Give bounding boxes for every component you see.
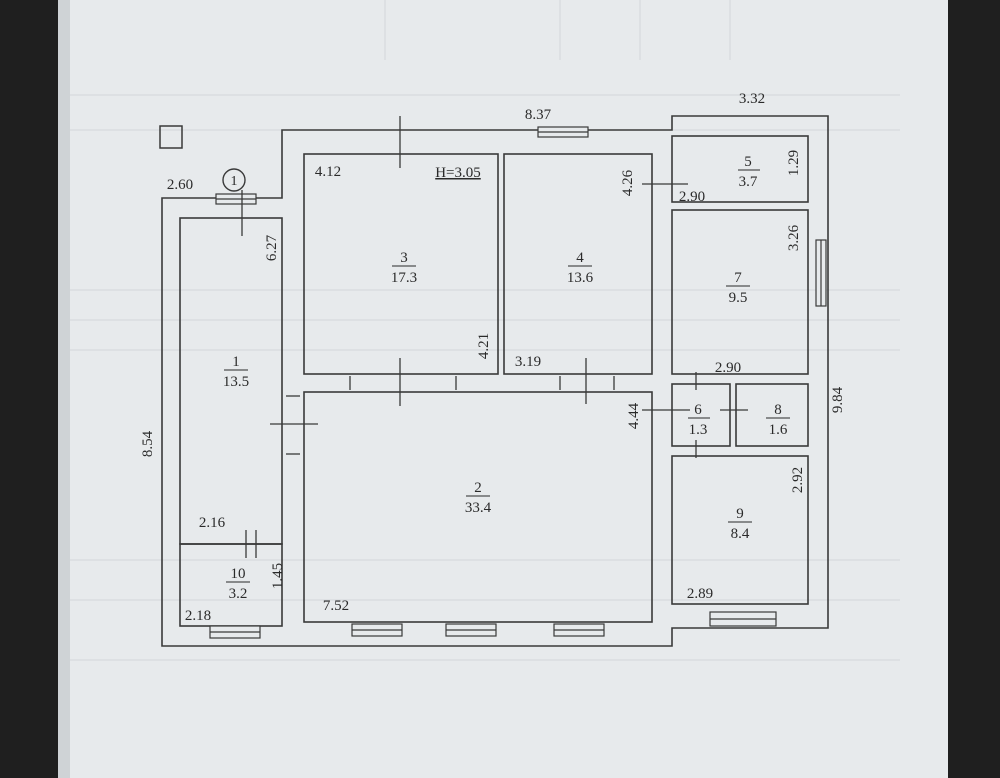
room-area: 13.6 — [567, 270, 594, 286]
room-number: 7 — [734, 270, 742, 286]
room-number: 9 — [736, 506, 744, 522]
dim-label: 4.26 — [620, 169, 636, 196]
ceiling-height: H=3.05 — [435, 165, 481, 181]
room-area: 1.3 — [689, 422, 708, 438]
room-10-label: 10 3.2 — [226, 566, 250, 602]
room-2-label: 2 33.4 — [465, 480, 492, 516]
marker-number: 1 — [231, 174, 238, 189]
room-number: 6 — [694, 402, 702, 418]
room-labels: 1 13.5 2 33.4 3 17.3 4 13.6 5 3.7 6 1.3 — [223, 154, 790, 602]
dim-label: 3.32 — [739, 91, 765, 107]
dim-label: 3.26 — [786, 224, 802, 251]
dim-label: 4.44 — [626, 402, 642, 429]
room-area: 13.5 — [223, 374, 249, 390]
paper-left-edge — [58, 0, 70, 778]
dim-label: 1.29 — [786, 150, 802, 176]
dim-label: 4.12 — [315, 164, 341, 180]
dim-label: 2.92 — [790, 467, 806, 493]
dim-label: 1.45 — [270, 563, 286, 589]
room-number: 3 — [400, 250, 408, 266]
room-6-walls — [671, 383, 731, 447]
windows — [209, 126, 827, 639]
room-6-label: 6 1.3 — [688, 402, 710, 438]
dim-label: 6.27 — [264, 234, 280, 261]
outer-wall — [161, 115, 829, 647]
room-area: 33.4 — [465, 500, 492, 516]
dim-label: 8.37 — [525, 107, 552, 123]
room-8-label: 8 1.6 — [766, 402, 790, 438]
room-4-label: 4 13.6 — [567, 250, 594, 286]
room-5-label: 5 3.7 — [738, 154, 760, 190]
room-7-label: 7 9.5 — [726, 270, 750, 306]
room-number: 4 — [576, 250, 584, 266]
room-5-walls — [671, 135, 809, 203]
room-3-walls — [303, 153, 499, 375]
dim-label: 2.90 — [715, 360, 741, 376]
room-4-walls — [503, 153, 653, 375]
room-9-walls — [671, 455, 809, 605]
room-area: 3.2 — [229, 586, 248, 602]
room-number: 8 — [774, 402, 782, 418]
dim-label: 2.90 — [679, 189, 705, 205]
dim-label: 9.84 — [830, 386, 846, 413]
room-area: 8.4 — [731, 526, 750, 542]
dimension-labels: 8.37 3.32 4.12 4.26 2.90 1.29 2.60 6.27 … — [140, 91, 846, 624]
dim-label: 3.19 — [515, 354, 541, 370]
room-8-walls — [735, 383, 809, 447]
room-number: 5 — [744, 154, 752, 170]
room-area: 9.5 — [729, 290, 748, 306]
room-9-label: 9 8.4 — [728, 506, 752, 542]
dim-label: 2.18 — [185, 608, 211, 624]
room-3-label: 3 17.3 — [391, 250, 417, 286]
dim-label: 4.21 — [476, 333, 492, 359]
room-area: 1.6 — [769, 422, 788, 438]
dim-label: 7.52 — [323, 598, 349, 614]
legend-square — [159, 125, 183, 149]
room-number: 2 — [474, 480, 482, 496]
room-2-walls — [303, 391, 653, 623]
room-area: 3.7 — [739, 174, 758, 190]
dim-label: 8.54 — [140, 430, 156, 457]
room-area: 17.3 — [391, 270, 417, 286]
dim-label: 2.16 — [199, 515, 226, 531]
door-marks — [241, 116, 748, 558]
room-1-label: 1 13.5 — [223, 354, 249, 390]
room-7-walls — [671, 209, 809, 375]
marker-circle — [222, 168, 246, 192]
room-number: 10 — [231, 566, 246, 582]
room-number: 1 — [232, 354, 240, 370]
dim-label: 2.89 — [687, 586, 713, 602]
dim-label: 2.60 — [167, 177, 193, 193]
